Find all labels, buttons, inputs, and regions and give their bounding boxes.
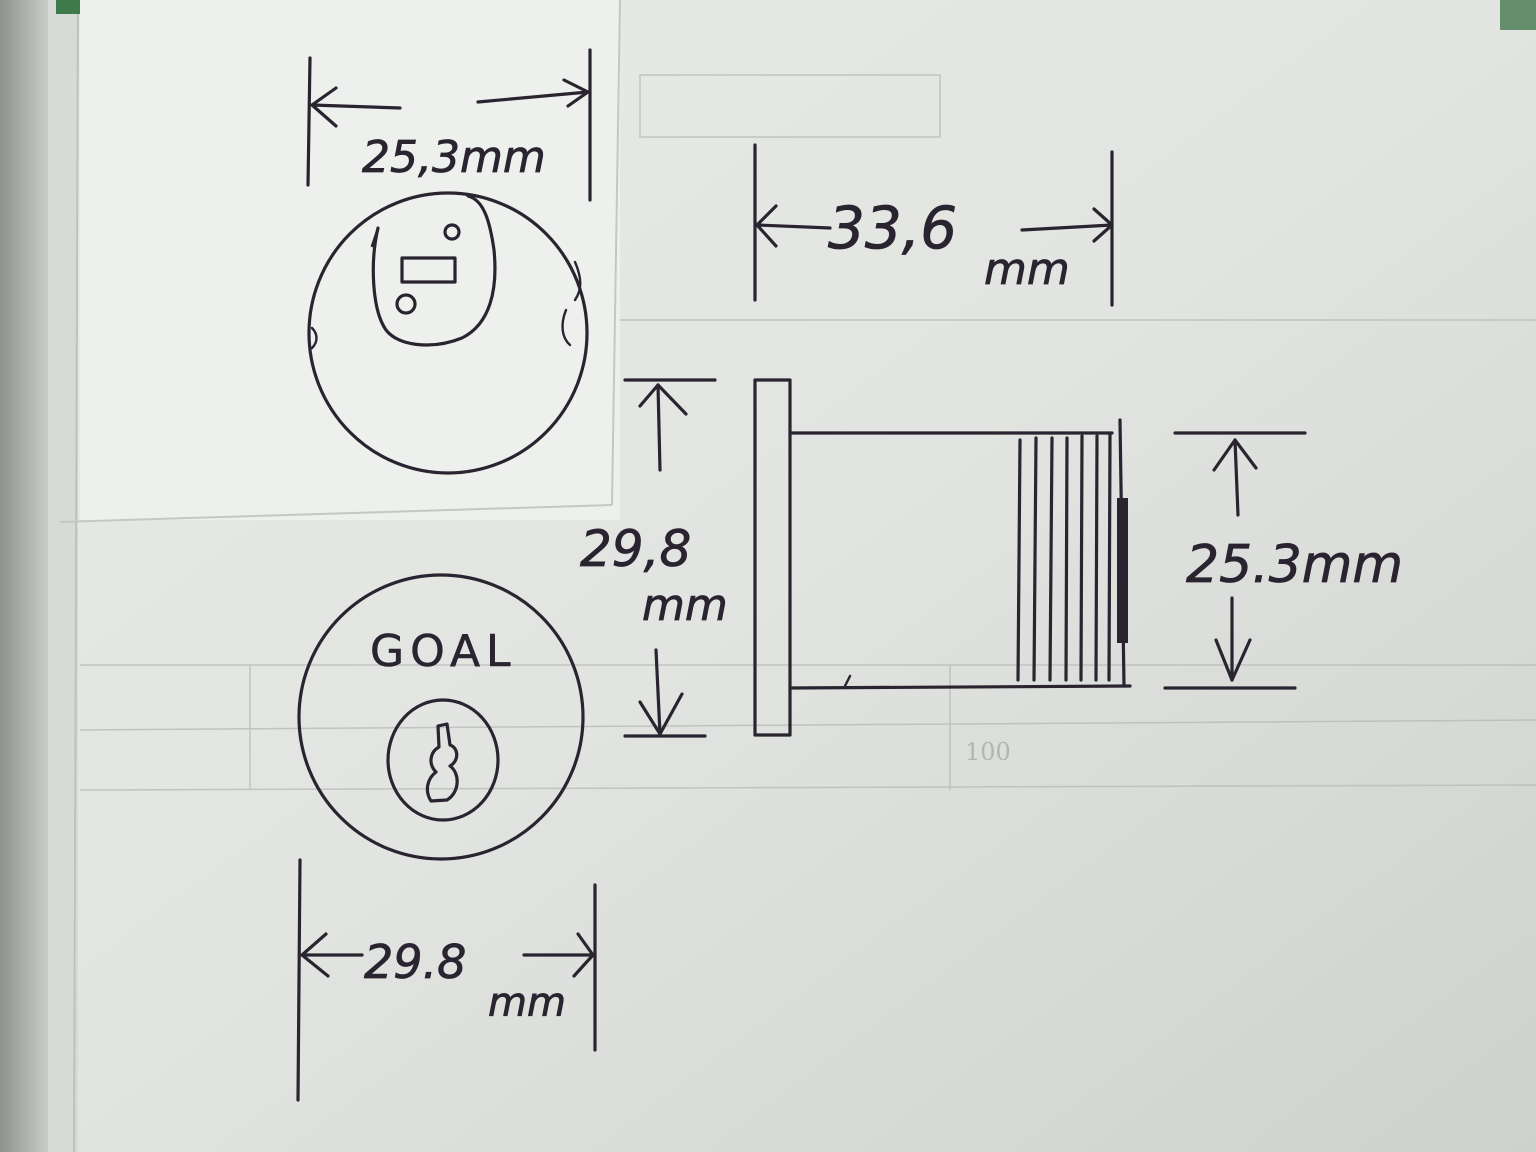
- cylinder-body-bottom: [788, 684, 1132, 690]
- cam-tail: [1117, 498, 1128, 643]
- thread-line: [1016, 438, 1022, 682]
- length-dim-arrowhead-right: [1092, 207, 1114, 243]
- length-dim-line-left: [755, 223, 832, 230]
- thread-line: [1107, 432, 1112, 682]
- pasted-paper-piece: [80, 0, 620, 520]
- bottom-diameter-unit: mm: [488, 980, 566, 1026]
- length-unit: mm: [984, 244, 1070, 295]
- body-dim-line-top: [1233, 438, 1240, 517]
- pasted-paper-bottom-edge: [59, 504, 613, 523]
- side-view: 33,6 mm 29,8 mm 25.3mm: [580, 143, 1403, 738]
- keyway-icon: [425, 722, 459, 803]
- circle-notch-left: [310, 326, 318, 350]
- top-dim-line-left: [310, 103, 402, 110]
- bottom-dim-extension-left: [296, 858, 302, 1102]
- top-dim-line-right: [476, 90, 590, 104]
- keyway-plug: [386, 698, 500, 822]
- pasted-paper-edge: [611, 0, 621, 506]
- screw-hole-bottom: [395, 293, 417, 315]
- faint-form-line: [79, 719, 1536, 731]
- top-dim-extension-left: [306, 56, 312, 187]
- top-dim-arrowhead-right: [562, 78, 590, 108]
- bleed-through-form: 100: [79, 74, 1536, 791]
- flange-unit: mm: [642, 580, 728, 631]
- bottom-dim-arrowhead-left: [300, 932, 330, 978]
- cam-slot: [400, 256, 457, 284]
- bottom-diameter-value: 29.8: [364, 935, 466, 989]
- thread-line: [1064, 436, 1069, 682]
- flange-value: 29,8: [580, 520, 691, 578]
- faint-number: 100: [965, 738, 1011, 766]
- faint-form-line: [79, 784, 1536, 791]
- screw-hole-top: [443, 223, 461, 241]
- flange-dim-line-bottom: [654, 648, 662, 736]
- flange-dim-arrowhead-bottom: [638, 692, 684, 736]
- top-view: 25,3mm: [306, 48, 592, 475]
- bottom-dim-arrowhead-right: [572, 932, 595, 978]
- thread-line: [1094, 434, 1099, 682]
- top-view-circle: [307, 191, 589, 475]
- length-dim-arrowhead-left: [755, 204, 778, 248]
- faint-form-box: [639, 74, 941, 138]
- front-view-circle: [297, 573, 585, 861]
- top-right-corner: [1500, 0, 1536, 30]
- body-dim-arrowhead-bottom: [1214, 638, 1252, 682]
- flange-dim-line-top: [656, 383, 662, 472]
- front-view: GOAL 29.8 mm: [296, 573, 597, 1102]
- body-dim-arrowhead-top: [1212, 438, 1258, 472]
- thread-line: [1032, 436, 1038, 682]
- top-dim-arrowhead-left: [310, 86, 338, 128]
- flange-dim-arrowhead-top: [638, 383, 688, 416]
- thread-line: [1079, 434, 1084, 682]
- circle-notch-right-lower: [561, 308, 572, 347]
- cam-plate-tick: [370, 226, 380, 248]
- sheet-edge-strip: [48, 0, 78, 1152]
- top-width-label: 25,3mm: [362, 132, 546, 183]
- binder-edge: [0, 0, 48, 1152]
- green-corner: [56, 0, 84, 14]
- brand-logo: GOAL: [370, 626, 517, 677]
- cylinder-flange: [753, 378, 792, 737]
- sheet-fold-line: [73, 0, 79, 1152]
- length-dim-line-right: [1020, 223, 1114, 232]
- circle-notch-right-upper: [573, 260, 582, 302]
- cam-plate-outline: [371, 194, 497, 347]
- body-tick: [843, 674, 852, 688]
- body-diameter-label: 25.3mm: [1186, 535, 1403, 595]
- length-value: 33,6: [828, 194, 957, 262]
- thread-line: [1048, 436, 1054, 682]
